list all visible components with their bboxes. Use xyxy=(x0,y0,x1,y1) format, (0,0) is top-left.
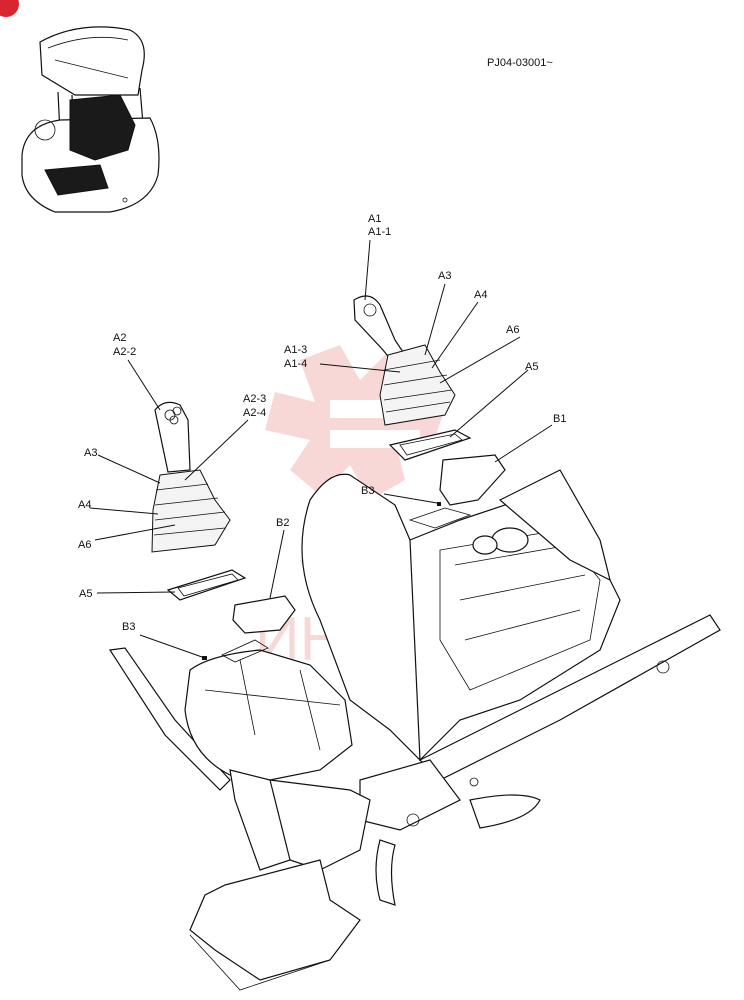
label-a4-right: A4 xyxy=(474,289,487,301)
label-b1: B1 xyxy=(553,413,566,425)
machine-thumbnail xyxy=(21,26,160,213)
leader-lines xyxy=(89,239,553,658)
label-a5-left: A5 xyxy=(79,588,92,600)
label-a5-right: A5 xyxy=(525,361,538,373)
label-a3-right: A3 xyxy=(438,270,451,282)
label-a2-3: A2-3 xyxy=(243,393,266,405)
label-a1: A1 xyxy=(368,213,381,225)
label-a1-4: A1-4 xyxy=(284,358,307,370)
corner-badge xyxy=(0,0,19,17)
label-a1-3: A1-3 xyxy=(284,344,307,356)
label-a3-left: A3 xyxy=(84,447,97,459)
left-armrest xyxy=(108,647,353,871)
label-a1-1: A1-1 xyxy=(368,226,391,238)
console-frame xyxy=(189,469,721,991)
label-a6-right: A6 xyxy=(506,324,519,336)
label-a6-left: A6 xyxy=(78,539,91,551)
label-a2-4: A2-4 xyxy=(243,407,266,419)
document-code: PJ04-03001~ xyxy=(487,57,553,69)
label-b3-left: B3 xyxy=(122,621,135,633)
label-b3-right: B3 xyxy=(361,485,374,497)
label-a2: A2 xyxy=(113,332,126,344)
label-a4-left: A4 xyxy=(78,499,91,511)
left-lever-assembly xyxy=(151,401,296,663)
label-a2-2: A2-2 xyxy=(113,346,136,358)
part-labels: A1 A1-1 A3 A4 A6 A1-3 A1-4 A5 B1 B3 A2 A… xyxy=(78,213,566,633)
label-b2: B2 xyxy=(276,517,289,529)
right-lever-assembly xyxy=(353,295,506,529)
